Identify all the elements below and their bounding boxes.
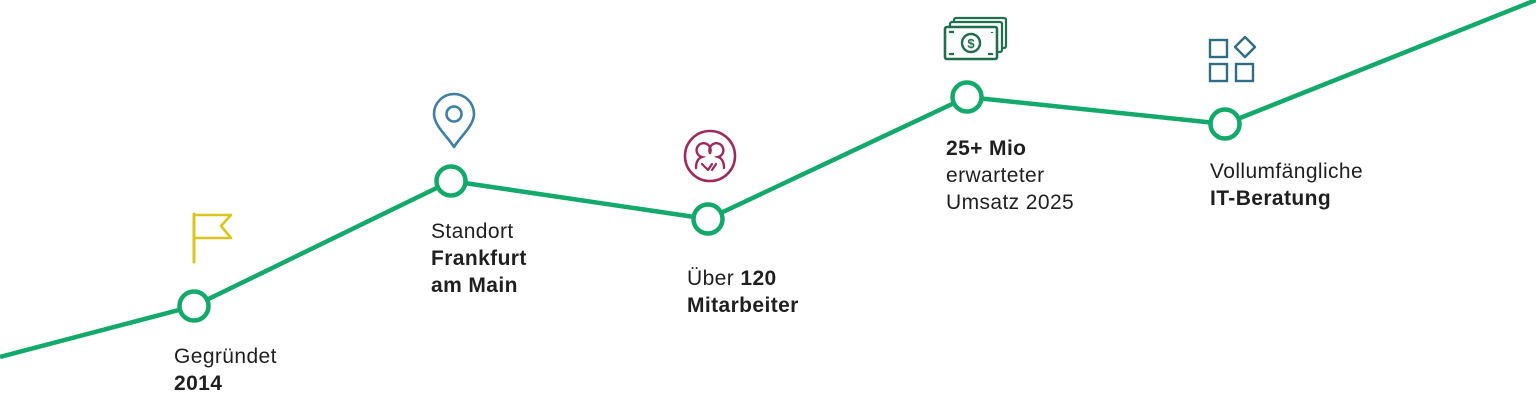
location-city-suffix: am Main [431,274,518,297]
milestone-node-revenue [950,80,984,114]
consulting-line-1: Vollumfängliche [1210,160,1364,183]
flag-icon [192,212,233,264]
map-pin-icon [432,92,476,149]
employees-line-1: Über 120 [687,265,799,292]
apps-icon [1208,35,1257,83]
employees-prefix: Über [687,267,741,290]
money-icon: $ [943,16,1008,61]
revenue-amount: 25+ Mio [946,137,1027,160]
employees-count: 120 [740,267,777,290]
milestone-node-employees [691,202,725,236]
employees-line-2: Mitarbeiter [687,294,799,317]
milestone-label-revenue: 25+ Mio erwarteter Umsatz 2025 [946,135,1074,216]
revenue-line-2: erwarteter [946,164,1045,187]
milestone-label-location: Standort Frankfurt am Main [431,218,527,299]
consulting-line-2: IT-Beratung [1210,187,1332,210]
milestone-label-founded: Gegründet 2014 [174,343,277,397]
milestone-node-consulting [1208,107,1242,141]
milestone-node-location [434,164,468,198]
svg-text:$: $ [967,36,975,51]
milestone-node-founded [177,289,211,323]
location-city: Frankfurt [431,247,527,270]
founded-year: 2014 [174,372,223,395]
milestone-label-employees: Über 120 Mitarbeiter [687,265,799,319]
revenue-line-3: Umsatz 2025 [946,191,1075,214]
people-icon [683,129,737,183]
milestone-label-consulting: Vollumfängliche IT-Beratung [1210,158,1363,212]
location-line-1: Standort [431,220,514,243]
founded-line-1: Gegründet [174,345,277,368]
